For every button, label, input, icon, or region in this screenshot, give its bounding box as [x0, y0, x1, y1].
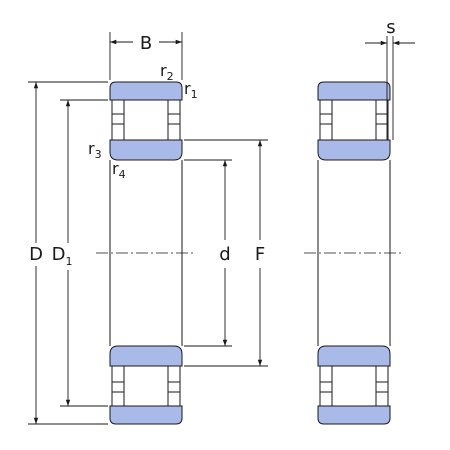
- cage-top-right-slot: [167, 113, 181, 125]
- dimension-d1: D1: [52, 99, 108, 407]
- view-cage-bottom-left-slot: [319, 381, 333, 393]
- chamfer-r4-label: r4: [112, 159, 126, 181]
- outer-ring-bottom: [109, 405, 183, 425]
- roller-bottom: [123, 365, 169, 407]
- view-cage-top-left-slot: [319, 113, 333, 125]
- chamfer-r1-label: r1: [184, 79, 198, 101]
- roller-top: [123, 99, 169, 141]
- view-cage-top-right-slot: [375, 113, 389, 125]
- dimension-f-label: F: [255, 244, 265, 265]
- dimension-d-bore: d: [184, 159, 232, 347]
- cage-top-left-slot: [111, 113, 125, 125]
- cage-bottom-left-slot: [111, 381, 125, 393]
- view-outer-ring-bottom: [317, 405, 391, 425]
- dimension-d-outer: D: [28, 81, 108, 425]
- view-inner-ring-top: [317, 139, 391, 161]
- view-inner-ring-bottom: [317, 345, 391, 367]
- inner-ring-bottom: [109, 345, 183, 367]
- dimension-d-outer-label: D: [29, 244, 43, 265]
- chamfer-labels: r2 r1 r3 r4: [88, 61, 198, 181]
- dimension-b: B: [109, 32, 183, 80]
- dimension-d-bore-label: d: [219, 244, 230, 265]
- chamfer-r3-label: r3: [88, 139, 102, 161]
- view-cage-bottom-right-slot: [375, 381, 389, 393]
- view-roller-top: [331, 99, 377, 141]
- chamfer-r2-label: r2: [160, 61, 174, 83]
- dimension-s: s: [365, 17, 415, 140]
- dimension-s-label: s: [386, 17, 395, 38]
- outside-view: [304, 81, 404, 425]
- dimension-d1-label: D1: [52, 244, 73, 268]
- view-roller-bottom: [331, 365, 377, 407]
- view-outer-ring-top: [317, 81, 391, 101]
- cage-bottom-right-slot: [167, 381, 181, 393]
- outer-ring-top: [109, 81, 183, 101]
- dimension-b-label: B: [140, 33, 152, 54]
- inner-ring-top: [109, 139, 183, 161]
- section-view: [96, 81, 196, 425]
- dimension-f: F: [184, 139, 268, 367]
